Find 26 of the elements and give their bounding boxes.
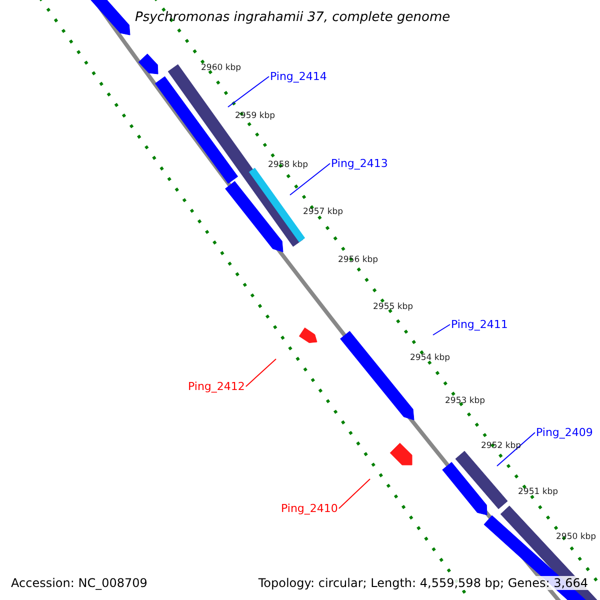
gene-label: Ping_2412 [188,381,245,392]
footer-text: Topology: circular; Length: 4,559,598 bp; Genes: 3,664 [256,576,590,590]
leader-line [228,76,270,108]
gene-label: Ping_2409 [536,427,593,438]
scale-tick-label: 2950 kbp [556,533,596,542]
scale-tick-label: 2951 kbp [518,488,558,496]
scale-tick-label: 2958 kbp [268,161,308,170]
scale-tick-label: 2955 kbp [373,303,414,312]
leader-line [432,324,450,336]
gene-label: Ping_2411 [451,319,508,330]
scale-tick-label: 2956 kbp [338,256,378,264]
gene-label: Ping_2414 [270,71,327,82]
footer-text: Accession: NC_008709 [9,576,150,590]
title: Psychromonas ingrahamii 37, complete genome [135,11,450,24]
scale-tick-label: 2952 kbp [481,442,522,450]
scale-tick-label: 2953 kbp [445,397,486,406]
leader-line [496,432,536,466]
scale-tick-label: 2959 kbp [235,112,276,120]
scale-tick-label: 2954 kbp [410,354,450,362]
scale-tick-label: 2960 kbp [201,64,242,72]
gene-label: Ping_2413 [331,158,388,169]
scale-tick-label: 2957 kbp [303,208,344,216]
leader-line [290,163,330,196]
leader-line [338,478,370,509]
gene-label: Ping_2410 [281,503,338,514]
leader-line [245,358,276,387]
